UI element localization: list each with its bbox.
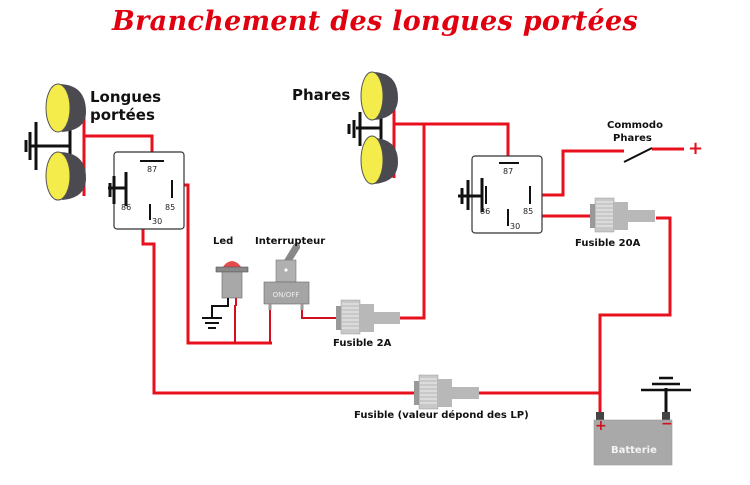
ground-icon xyxy=(24,122,72,170)
lamps-phares xyxy=(347,71,398,185)
label-fusible-main: Fusible (valeur dépond des LP) xyxy=(354,410,529,421)
toggle-switch-icon: ON/OFF xyxy=(263,242,310,310)
fuse-main-icon xyxy=(414,374,479,410)
relay2-pin-30: 30 xyxy=(510,222,520,231)
relay2-pin-85: 85 xyxy=(523,207,533,216)
plus-terminal: + xyxy=(688,138,704,159)
relay2-pin-86: 86 xyxy=(480,207,490,216)
fuse-2a-icon xyxy=(336,299,400,335)
switch-on-off-text: ON/OFF xyxy=(273,291,300,299)
relay1-pin-85: 85 xyxy=(165,203,175,212)
led-icon xyxy=(202,261,249,329)
lamps-longues-portees xyxy=(24,83,86,201)
wire-fuse2a-to-phares xyxy=(400,124,426,320)
wire-fuse20a-to-battery xyxy=(598,216,672,418)
wire-relay2-85-commodo xyxy=(530,149,624,197)
wire-relay1-85 xyxy=(172,183,272,345)
relay-phares: 87 86 85 30 xyxy=(458,155,543,234)
relay1-pin-86: 86 xyxy=(121,203,131,212)
ground-icon xyxy=(347,110,383,150)
label-phares: Phares xyxy=(292,86,351,104)
label-interrupteur: Interrupteur xyxy=(255,236,326,247)
label-commodo-phares: Phares xyxy=(613,133,652,144)
battery-plus: + xyxy=(595,418,607,434)
relay1-pin-87: 87 xyxy=(147,165,157,174)
battery-icon xyxy=(593,376,691,466)
label-commodo: Commodo xyxy=(607,120,663,131)
label-fusible-2a: Fusible 2A xyxy=(333,338,392,349)
wire-switch-to-fuse2a xyxy=(301,308,338,319)
diagram-title: Branchement des longues portées xyxy=(112,6,638,37)
label-longues-portees-2: portées xyxy=(90,106,155,124)
commodo-switch-icon xyxy=(623,147,653,163)
label-batterie: Batterie xyxy=(611,445,657,456)
relay-longues-portees: 87 86 85 30 xyxy=(108,151,185,230)
relay1-pin-30: 30 xyxy=(152,217,162,226)
label-led: Led xyxy=(213,236,234,247)
fuse-20a-icon xyxy=(590,197,655,233)
wires xyxy=(82,90,684,418)
relay2-pin-87: 87 xyxy=(503,167,513,176)
battery-minus: − xyxy=(661,416,673,432)
label-longues-portees-1: Longues xyxy=(90,88,162,106)
label-fusible-20a: Fusible 20A xyxy=(575,238,641,249)
